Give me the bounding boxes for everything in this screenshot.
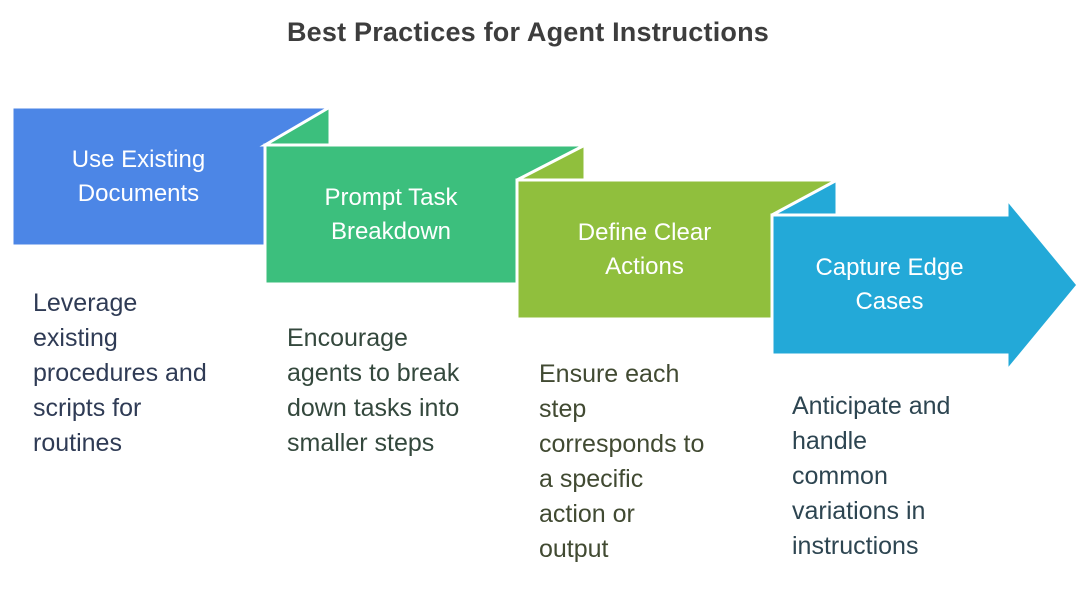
step-1-label: Use Existing Documents: [71, 145, 206, 207]
step-3-label: Define Clear Actions: [577, 218, 712, 280]
step-4-arrow-shape: [770, 194, 1080, 376]
step-1-description: Leverage existing procedures and scripts…: [33, 289, 207, 457]
step-3-description: Ensure each step corresponds to a specif…: [539, 360, 705, 563]
step-2-label: Prompt Task Breakdown: [324, 183, 458, 245]
step-2-description: Encourage agents to break down tasks int…: [287, 324, 460, 457]
step-4-label: Capture Edge Cases: [815, 254, 964, 315]
diagram-title: Best Practices for Agent Instructions: [286, 17, 769, 47]
step-4-description: Anticipate and handle common variations …: [792, 392, 951, 560]
